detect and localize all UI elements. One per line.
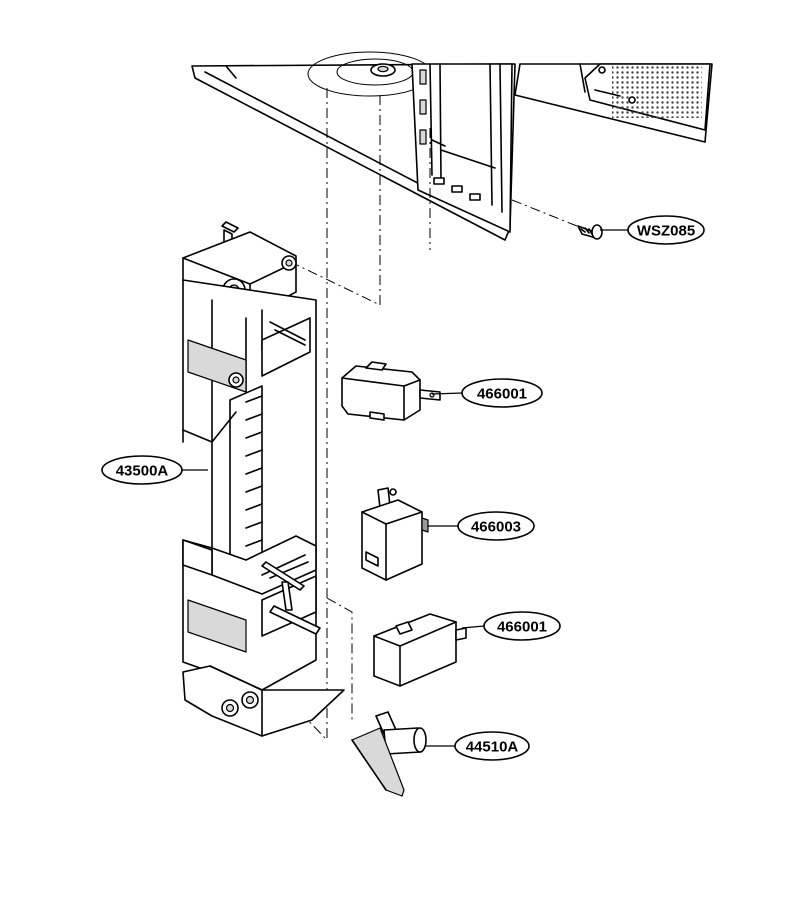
- callout-44510a: 44510A: [454, 731, 530, 761]
- callout-label: 466001: [497, 619, 547, 636]
- callout-wsz085: WSZ085: [627, 215, 705, 245]
- switch-low-part: [373, 613, 467, 687]
- callout-label: WSZ085: [637, 223, 695, 240]
- callout-label: 44510A: [466, 739, 519, 756]
- callout-label: 466001: [477, 386, 527, 403]
- switch-top-part: [341, 361, 441, 421]
- door-hook-assembly: [182, 221, 345, 737]
- callout-466001-low: 466001: [483, 611, 561, 641]
- callout-466001-top: 466001: [461, 378, 543, 408]
- vent-mesh: [612, 66, 702, 118]
- screw-part: [577, 224, 603, 240]
- callout-label: 466003: [471, 519, 521, 536]
- callout-43500a: 43500A: [101, 455, 183, 485]
- cavity-frame: [191, 51, 713, 241]
- switch-mid-part: [361, 487, 429, 581]
- lever-part: [351, 711, 427, 797]
- callout-466003: 466003: [457, 511, 535, 541]
- callout-label: 43500A: [116, 463, 169, 480]
- leader-lines: [182, 229, 628, 747]
